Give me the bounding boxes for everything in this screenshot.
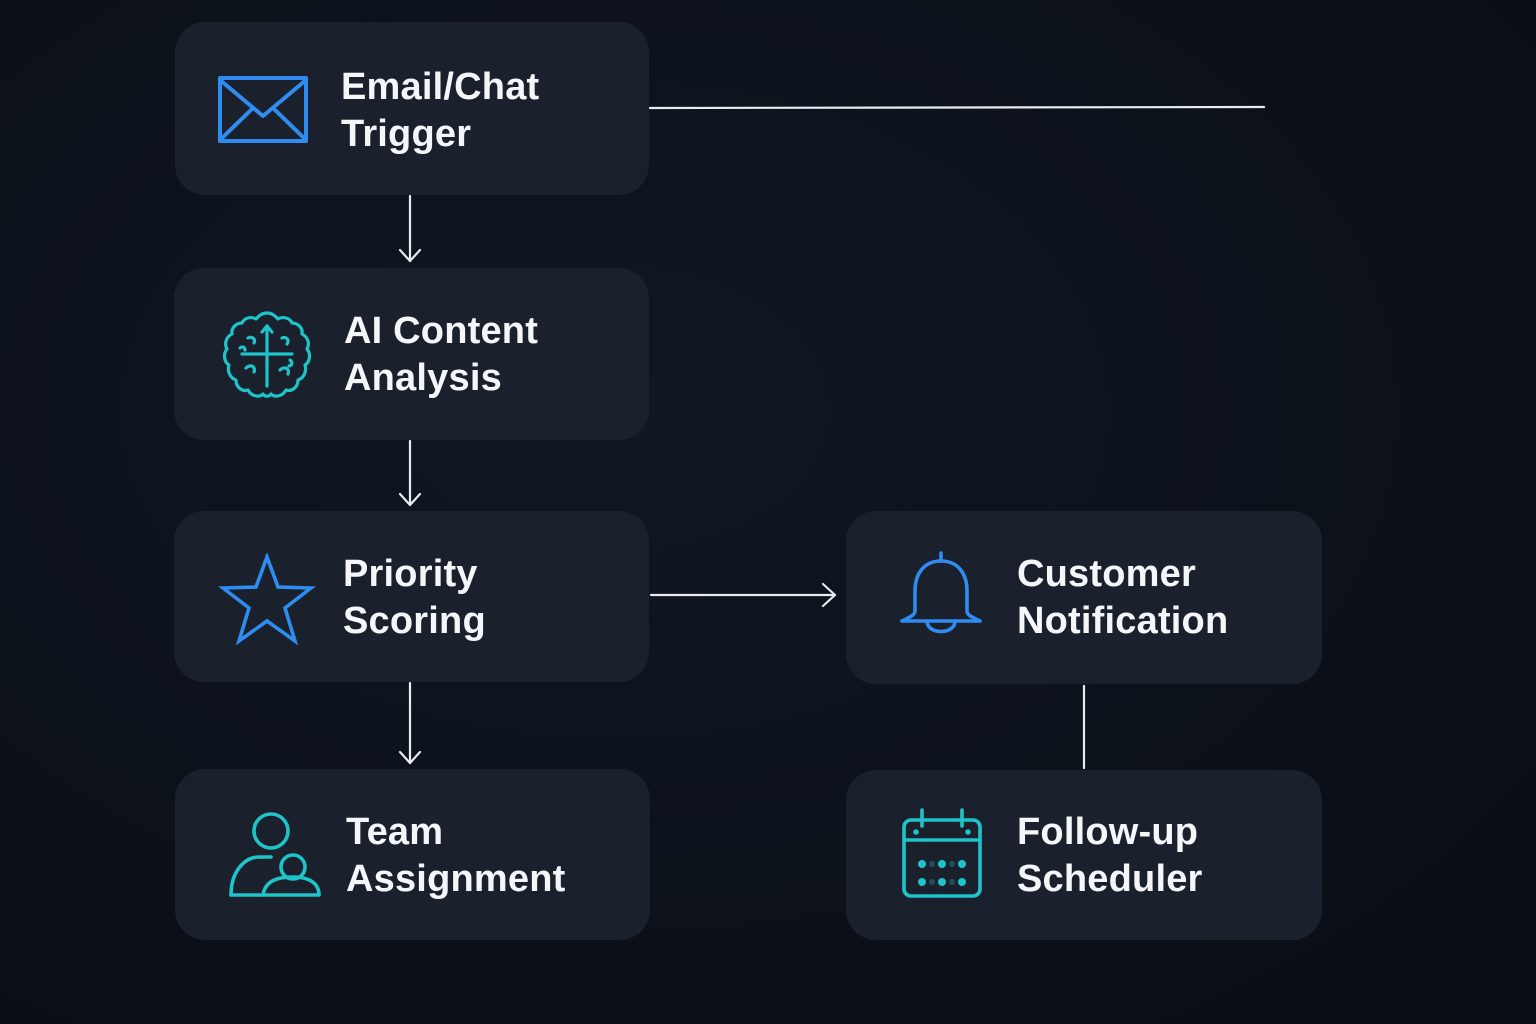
star-icon — [218, 553, 316, 645]
arrow-analysis-to-priority — [398, 439, 422, 507]
node-email-chat-trigger: Email/Chat Trigger — [175, 22, 649, 195]
label-line-2: Scheduler — [1017, 858, 1203, 900]
arrow-trigger-to-analysis — [398, 194, 422, 263]
calendar-icon — [902, 808, 982, 898]
node-followup-scheduler: Follow-up Scheduler — [846, 770, 1322, 940]
node-label: Email/Chat Trigger — [341, 64, 539, 158]
arrow-priority-to-team — [398, 681, 422, 765]
label-line-1: AI Content — [344, 310, 539, 352]
label-line-2: Scoring — [343, 600, 486, 642]
node-label: Team Assignment — [346, 809, 565, 903]
label-line-2: Trigger — [341, 113, 472, 155]
node-customer-notification: Customer Notification — [846, 511, 1322, 684]
label-line-2: Notification — [1017, 600, 1229, 642]
node-label: Follow-up Scheduler — [1017, 809, 1203, 903]
node-label: AI Content Analysis — [344, 308, 538, 402]
label-line-1: Follow-up — [1017, 811, 1199, 853]
node-label: Customer Notification — [1017, 551, 1228, 645]
users-icon — [229, 812, 321, 897]
arrow-priority-to-notification — [649, 582, 837, 608]
label-line-1: Email/Chat — [341, 66, 540, 108]
node-label: Priority Scoring — [343, 551, 486, 645]
connector-trigger-right — [648, 105, 1266, 110]
envelope-icon — [218, 76, 308, 143]
node-team-assignment: Team Assignment — [175, 769, 650, 940]
brain-icon — [222, 311, 312, 398]
bell-icon — [900, 551, 982, 634]
node-priority-scoring: Priority Scoring — [174, 511, 649, 682]
label-line-1: Team — [346, 811, 444, 853]
node-ai-content-analysis: AI Content Analysis — [174, 268, 649, 440]
label-line-1: Customer — [1017, 553, 1196, 595]
label-line-1: Priority — [343, 553, 478, 595]
label-line-2: Analysis — [344, 357, 502, 399]
label-line-2: Assignment — [346, 858, 566, 900]
